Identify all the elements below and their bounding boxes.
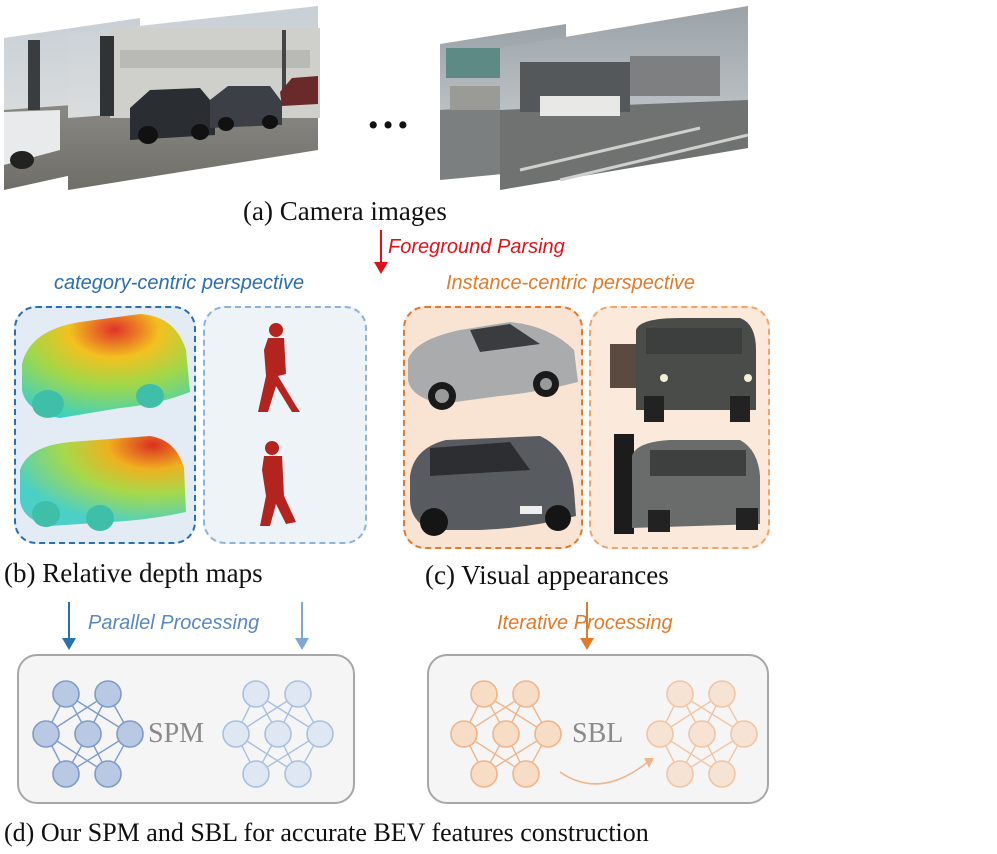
network-node [666, 680, 694, 708]
network-node [730, 720, 758, 748]
sbl-network-right [646, 680, 758, 788]
appearance-suv-blurred [614, 434, 760, 534]
neural-networks [32, 680, 758, 788]
network-node [306, 720, 334, 748]
caption-camera-images: (a) Camera images [243, 196, 447, 226]
network-node [242, 680, 270, 708]
network-node [264, 720, 292, 748]
network-node [74, 720, 102, 748]
network-node [666, 760, 694, 788]
parallel-arrow-left [62, 602, 76, 650]
iterative-arrow [580, 602, 594, 650]
spm-network-right [222, 680, 334, 788]
instance-centric-label: Instance-centric perspective [446, 272, 696, 294]
network-node [492, 720, 520, 748]
network-node [52, 760, 80, 788]
network-node [688, 720, 716, 748]
ellipsis: … [366, 89, 410, 138]
depth-map-car-top [22, 314, 190, 418]
network-node [222, 720, 250, 748]
caption-depth-maps: (b) Relative depth maps [4, 558, 263, 588]
depth-map-car-bottom [20, 436, 186, 531]
spm-network-left [32, 680, 144, 788]
parallel-processing-label: Parallel Processing [88, 612, 260, 634]
sbl-label: SBL [572, 718, 624, 749]
caption-spm-sbl: (d) Our SPM and SBL for accurate BEV fea… [4, 818, 649, 847]
appearance-minivan [410, 436, 576, 536]
appearance-images [408, 318, 760, 536]
network-node [646, 720, 674, 748]
network-node [512, 680, 540, 708]
network-node [708, 760, 736, 788]
network-node [450, 720, 478, 748]
appearance-sedan [408, 322, 578, 410]
spm-label: SPM [148, 718, 205, 749]
parallel-arrow-right [295, 602, 309, 650]
sbl-network-left [450, 680, 562, 788]
network-node [94, 760, 122, 788]
depth-map-pedestrian-bottom [260, 441, 296, 526]
caption-visual-appearances: (c) Visual appearances [425, 560, 669, 590]
network-node [534, 720, 562, 748]
depth-map-pedestrian-top [258, 323, 300, 412]
network-node [32, 720, 60, 748]
appearance-truck-blurred [610, 318, 756, 422]
iterative-processing-label: Iterative Processing [497, 612, 673, 634]
category-centric-label: category-centric perspective [54, 272, 305, 294]
network-node [284, 760, 312, 788]
network-node [470, 680, 498, 708]
network-node [512, 760, 540, 788]
iterative-curve [559, 761, 649, 785]
foreground-parsing-label: Foreground Parsing [388, 236, 565, 258]
network-node [470, 760, 498, 788]
network-node [284, 680, 312, 708]
foreground-parsing-arrow [374, 230, 388, 274]
camera-image-left-front [68, 6, 320, 190]
network-node [116, 720, 144, 748]
camera-image-right-front [500, 6, 749, 190]
network-node [242, 760, 270, 788]
network-node [52, 680, 80, 708]
network-node [94, 680, 122, 708]
camera-images: … [4, 6, 749, 190]
network-node [708, 680, 736, 708]
depth-map-images [20, 314, 300, 531]
iterative-curve-head [644, 758, 654, 768]
